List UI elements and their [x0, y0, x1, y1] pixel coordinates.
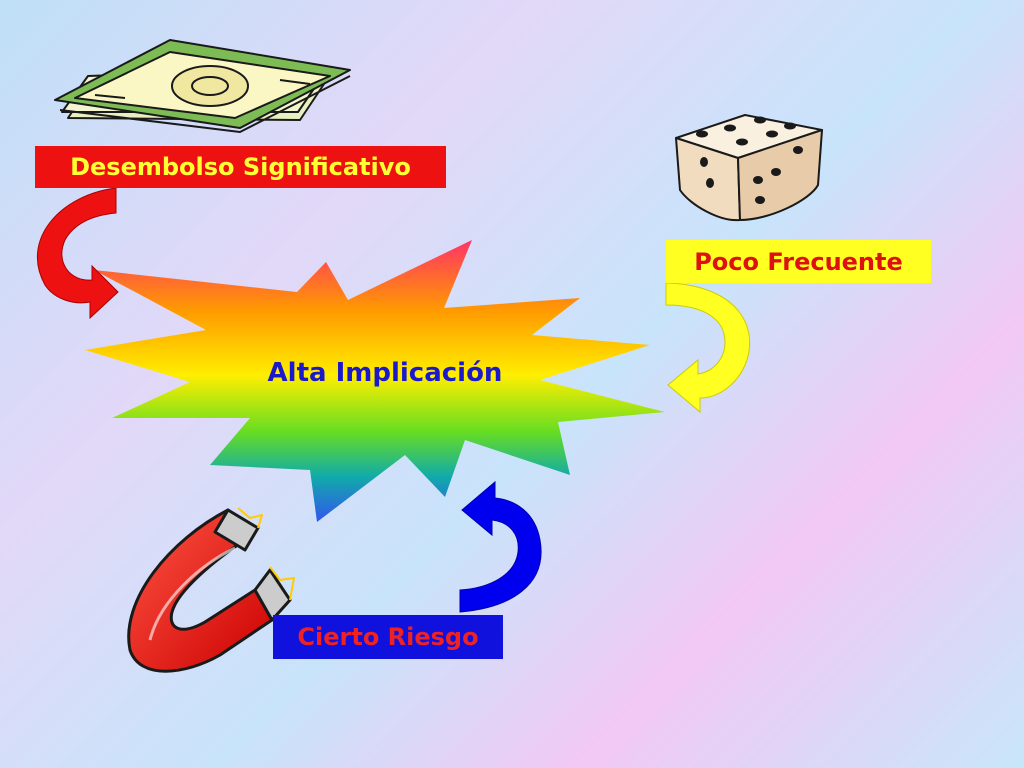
node-label-riesgo: Cierto Riesgo — [273, 615, 503, 659]
arrow-blue — [459, 480, 542, 613]
central-starburst — [85, 240, 665, 522]
money-icon — [54, 39, 351, 133]
center-label: Alta Implicación — [267, 358, 503, 388]
magnet-icon — [127, 507, 295, 673]
arrow-yellow — [665, 282, 751, 414]
node-label-desembolso: Desembolso Significativo — [35, 146, 446, 188]
arrow-red — [36, 187, 119, 320]
node-label-frecuencia: Poco Frecuente — [666, 240, 931, 283]
dice-icon — [675, 114, 823, 222]
